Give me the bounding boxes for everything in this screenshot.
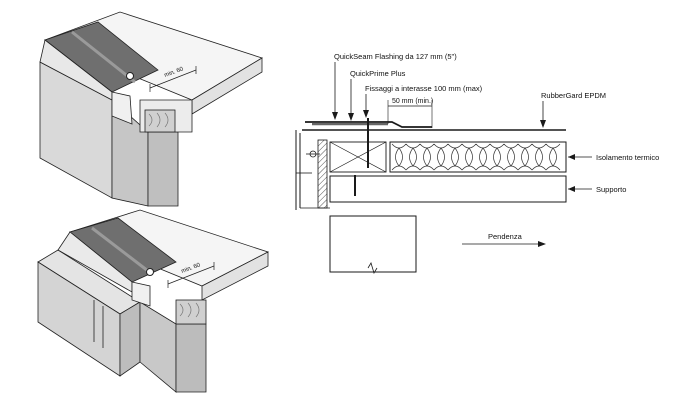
wall-lower-side xyxy=(175,323,207,393)
label-pendenza: Pendenza xyxy=(488,232,523,241)
roof-edge-band-bottom xyxy=(201,251,269,301)
label-isolamento: Isolamento termico xyxy=(596,153,659,162)
iso-detail-bottom: min. 60 xyxy=(37,209,270,393)
insulation-scallops xyxy=(391,143,561,171)
wall-section xyxy=(329,215,417,273)
drip-edge-face-top xyxy=(111,91,133,125)
wall-lower-body xyxy=(139,301,177,393)
fastener-bottom xyxy=(146,268,154,276)
iso-detail-top: min. 60 xyxy=(39,11,263,207)
label-group: QuickSeam Flashing da 127 mm (5") QuickP… xyxy=(334,52,659,241)
label-supporto: Supporto xyxy=(596,185,626,194)
wall-lower-face xyxy=(147,131,179,207)
fastener-top xyxy=(126,72,134,80)
label-dim-50: 50 mm (min.) xyxy=(392,98,433,105)
label-quickseam: QuickSeam Flashing da 127 mm (5") xyxy=(334,52,457,61)
label-rubbergard: RubberGard EPDM xyxy=(541,91,606,100)
flashing-profile xyxy=(305,121,432,128)
wood-nailer-section xyxy=(329,141,387,173)
insulation-pattern xyxy=(391,143,561,171)
section-drawing xyxy=(295,118,567,274)
insulation-box xyxy=(389,141,567,173)
edge-hatch xyxy=(317,139,328,209)
support-deck xyxy=(329,175,567,203)
leader-lines xyxy=(332,62,592,247)
edge-metal-profile xyxy=(295,130,301,210)
label-quickprime: QuickPrime Plus xyxy=(350,69,406,78)
gutter-side xyxy=(119,301,141,377)
edge-metal-face-bottom xyxy=(131,281,151,307)
label-fissaggi: Fissaggi a interasse 100 mm (max) xyxy=(365,84,483,93)
